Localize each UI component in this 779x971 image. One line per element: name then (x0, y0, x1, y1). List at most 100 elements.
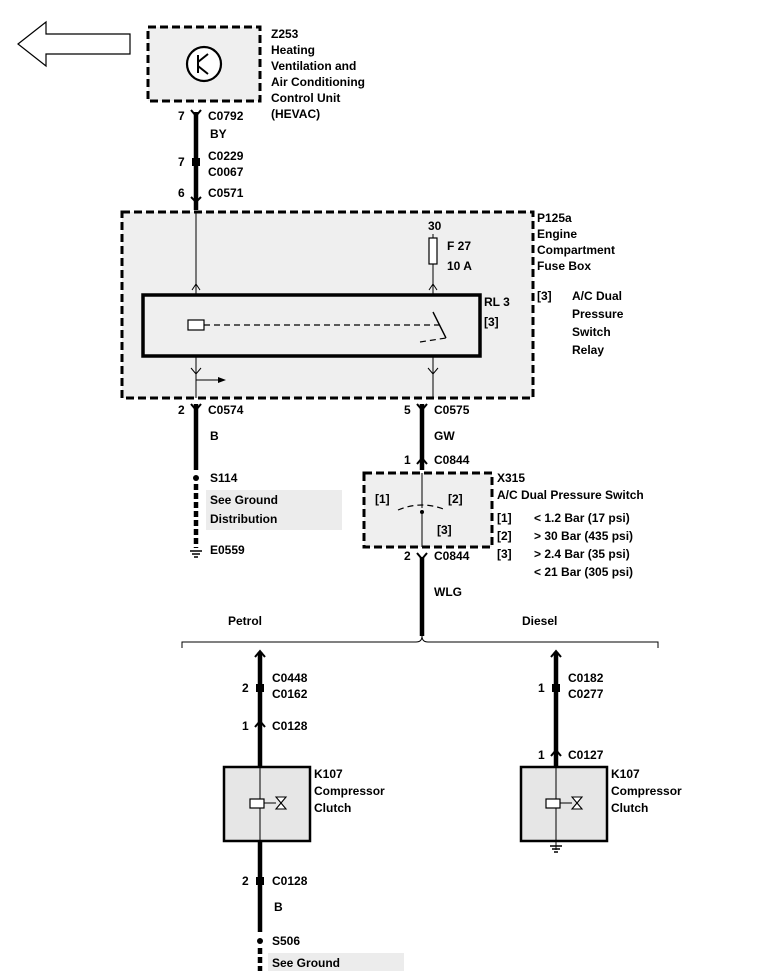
connector-c0128-top-label: C0128 (272, 719, 308, 733)
fuse-rating: 10 A (447, 259, 472, 273)
connector-c0844-in-symbol (416, 456, 428, 465)
hevac-line-3: Air Conditioning (271, 75, 365, 89)
diesel-clutch-line-1: Compressor (611, 784, 682, 798)
connector-c0162-label: C0162 (272, 687, 308, 701)
fusebox-left-entry-chevron (191, 283, 201, 291)
fusebox-line-3: Fuse Box (537, 259, 591, 273)
connector-c0229-symbol (192, 158, 200, 166)
connector-c0128-top-symbol (254, 719, 266, 728)
wire-color-b-left: B (210, 429, 219, 443)
hevac-line-5: (HEVAC) (271, 107, 320, 121)
diesel-pin-1-bottom: 1 (538, 748, 545, 762)
connector-c0574-symbol (190, 403, 202, 412)
fuse-f27-icon (428, 237, 438, 265)
spec-text-2: > 30 Bar (435 psi) (534, 529, 633, 543)
petrol-pin-1: 1 (242, 719, 249, 733)
fuse-feed-label: 30 (428, 219, 442, 233)
splice-s114-dot (193, 475, 199, 481)
connector-c0182-label: C0182 (568, 671, 604, 685)
hevac-line-2: Ventilation and (271, 59, 356, 73)
splice-s114-label: S114 (210, 471, 238, 485)
switch-contact-arc (397, 504, 447, 511)
relay-rl3-box (141, 293, 482, 358)
ground-ref-bg-petrol (268, 953, 404, 971)
fusebox-ground-arrowhead (218, 377, 226, 383)
connector-c0127-symbol (550, 748, 562, 757)
diesel-feed-chevron (550, 649, 562, 658)
pressure-switch-name: A/C Dual Pressure Switch (497, 488, 644, 502)
pin-6: 6 (178, 186, 185, 200)
connector-c0448-symbol (256, 684, 264, 692)
ground-icon-e0559 (190, 550, 202, 558)
petrol-compressor-clutch-box (222, 765, 312, 843)
pin-7-top: 7 (178, 109, 185, 123)
hevac-line-1: Heating (271, 43, 315, 57)
petrol-clutch-line-1: Compressor (314, 784, 385, 798)
relay-contact-return (419, 337, 447, 343)
connector-c0127-label: C0127 (568, 748, 604, 762)
diesel-clutch-solenoid-icon (545, 796, 584, 810)
pressure-switch-id: X315 (497, 471, 525, 485)
wire-color-wlg: WLG (434, 585, 462, 599)
switch-contact-3: [3] (437, 523, 452, 537)
relay-tag: [3] (484, 315, 499, 329)
pin-2-switch-out: 2 (404, 549, 411, 563)
relay-contact-arm (432, 311, 447, 339)
pin-1-switch: 1 (404, 453, 411, 467)
relay-coil-icon (187, 319, 205, 331)
diesel-ground-icon (550, 845, 562, 853)
diesel-pin-1: 1 (538, 681, 545, 695)
fusebox-id: P125a (537, 211, 572, 225)
spec-tag-3: [3] (497, 547, 512, 561)
hevac-id: Z253 (271, 27, 299, 41)
connector-c0574-label: C0574 (208, 403, 244, 417)
connector-c0575-label: C0575 (434, 403, 470, 417)
pin-7-mid: 7 (178, 155, 185, 169)
splice-s506-dot (257, 938, 263, 944)
back-arrow-icon[interactable] (17, 20, 131, 68)
splice-s506-label: S506 (272, 934, 300, 948)
relay-desc-line-3: Switch (572, 325, 611, 339)
relay-desc-line-2: Pressure (572, 307, 624, 321)
connector-c0575-symbol (416, 403, 428, 412)
relay-desc-tag: [3] (537, 289, 552, 303)
variant-split-bracket (181, 635, 659, 648)
ground-e0559-label: E0559 (210, 543, 245, 557)
ground-ref-left-line-2[interactable]: Distribution (210, 512, 277, 526)
ground-ref-left-line-1[interactable]: See Ground (210, 493, 278, 507)
ground-ref-bg-left (206, 490, 342, 530)
petrol-label: Petrol (228, 614, 262, 628)
wire-color-b-petrol: B (274, 900, 283, 914)
connector-c0277-label: C0277 (568, 687, 604, 701)
fusebox-left-exit-chevron (190, 367, 202, 375)
connector-c0067-label: C0067 (208, 165, 244, 179)
connector-c0128-bottom-label: C0128 (272, 874, 308, 888)
switch-contact-2: [2] (448, 492, 463, 506)
fusebox-right-exit-chevron (427, 367, 439, 375)
connector-c0128-bottom-symbol (256, 877, 264, 885)
pin-2-left: 2 (178, 403, 185, 417)
switch-contact-1: [1] (375, 492, 390, 506)
connector-c0448-label: C0448 (272, 671, 308, 685)
diesel-compressor-clutch-box (519, 765, 609, 843)
petrol-clutch-solenoid-icon (249, 796, 288, 810)
connector-c0571-label: C0571 (208, 186, 244, 200)
diesel-clutch-id: K107 (611, 767, 640, 781)
fusebox-line-2: Compartment (537, 243, 615, 257)
petrol-pin-2-bottom: 2 (242, 874, 249, 888)
petrol-pin-2: 2 (242, 681, 249, 695)
ground-ref-petrol[interactable]: See Ground (272, 956, 340, 970)
wire-color-gw: GW (434, 429, 455, 443)
connector-c0844-in-label: C0844 (434, 453, 470, 467)
relay-id: RL 3 (484, 295, 510, 309)
spec-text-1: < 1.2 Bar (17 psi) (534, 511, 630, 525)
relay-desc-line-4: Relay (572, 343, 604, 357)
diesel-label: Diesel (522, 614, 557, 628)
hevac-line-4: Control Unit (271, 91, 340, 105)
connector-c0571-symbol (190, 196, 202, 204)
connector-c0844-out-label: C0844 (434, 549, 470, 563)
fusebox-right-entry-chevron (428, 283, 438, 291)
hevac-icon (185, 45, 223, 83)
wire-color-by: BY (210, 127, 227, 141)
